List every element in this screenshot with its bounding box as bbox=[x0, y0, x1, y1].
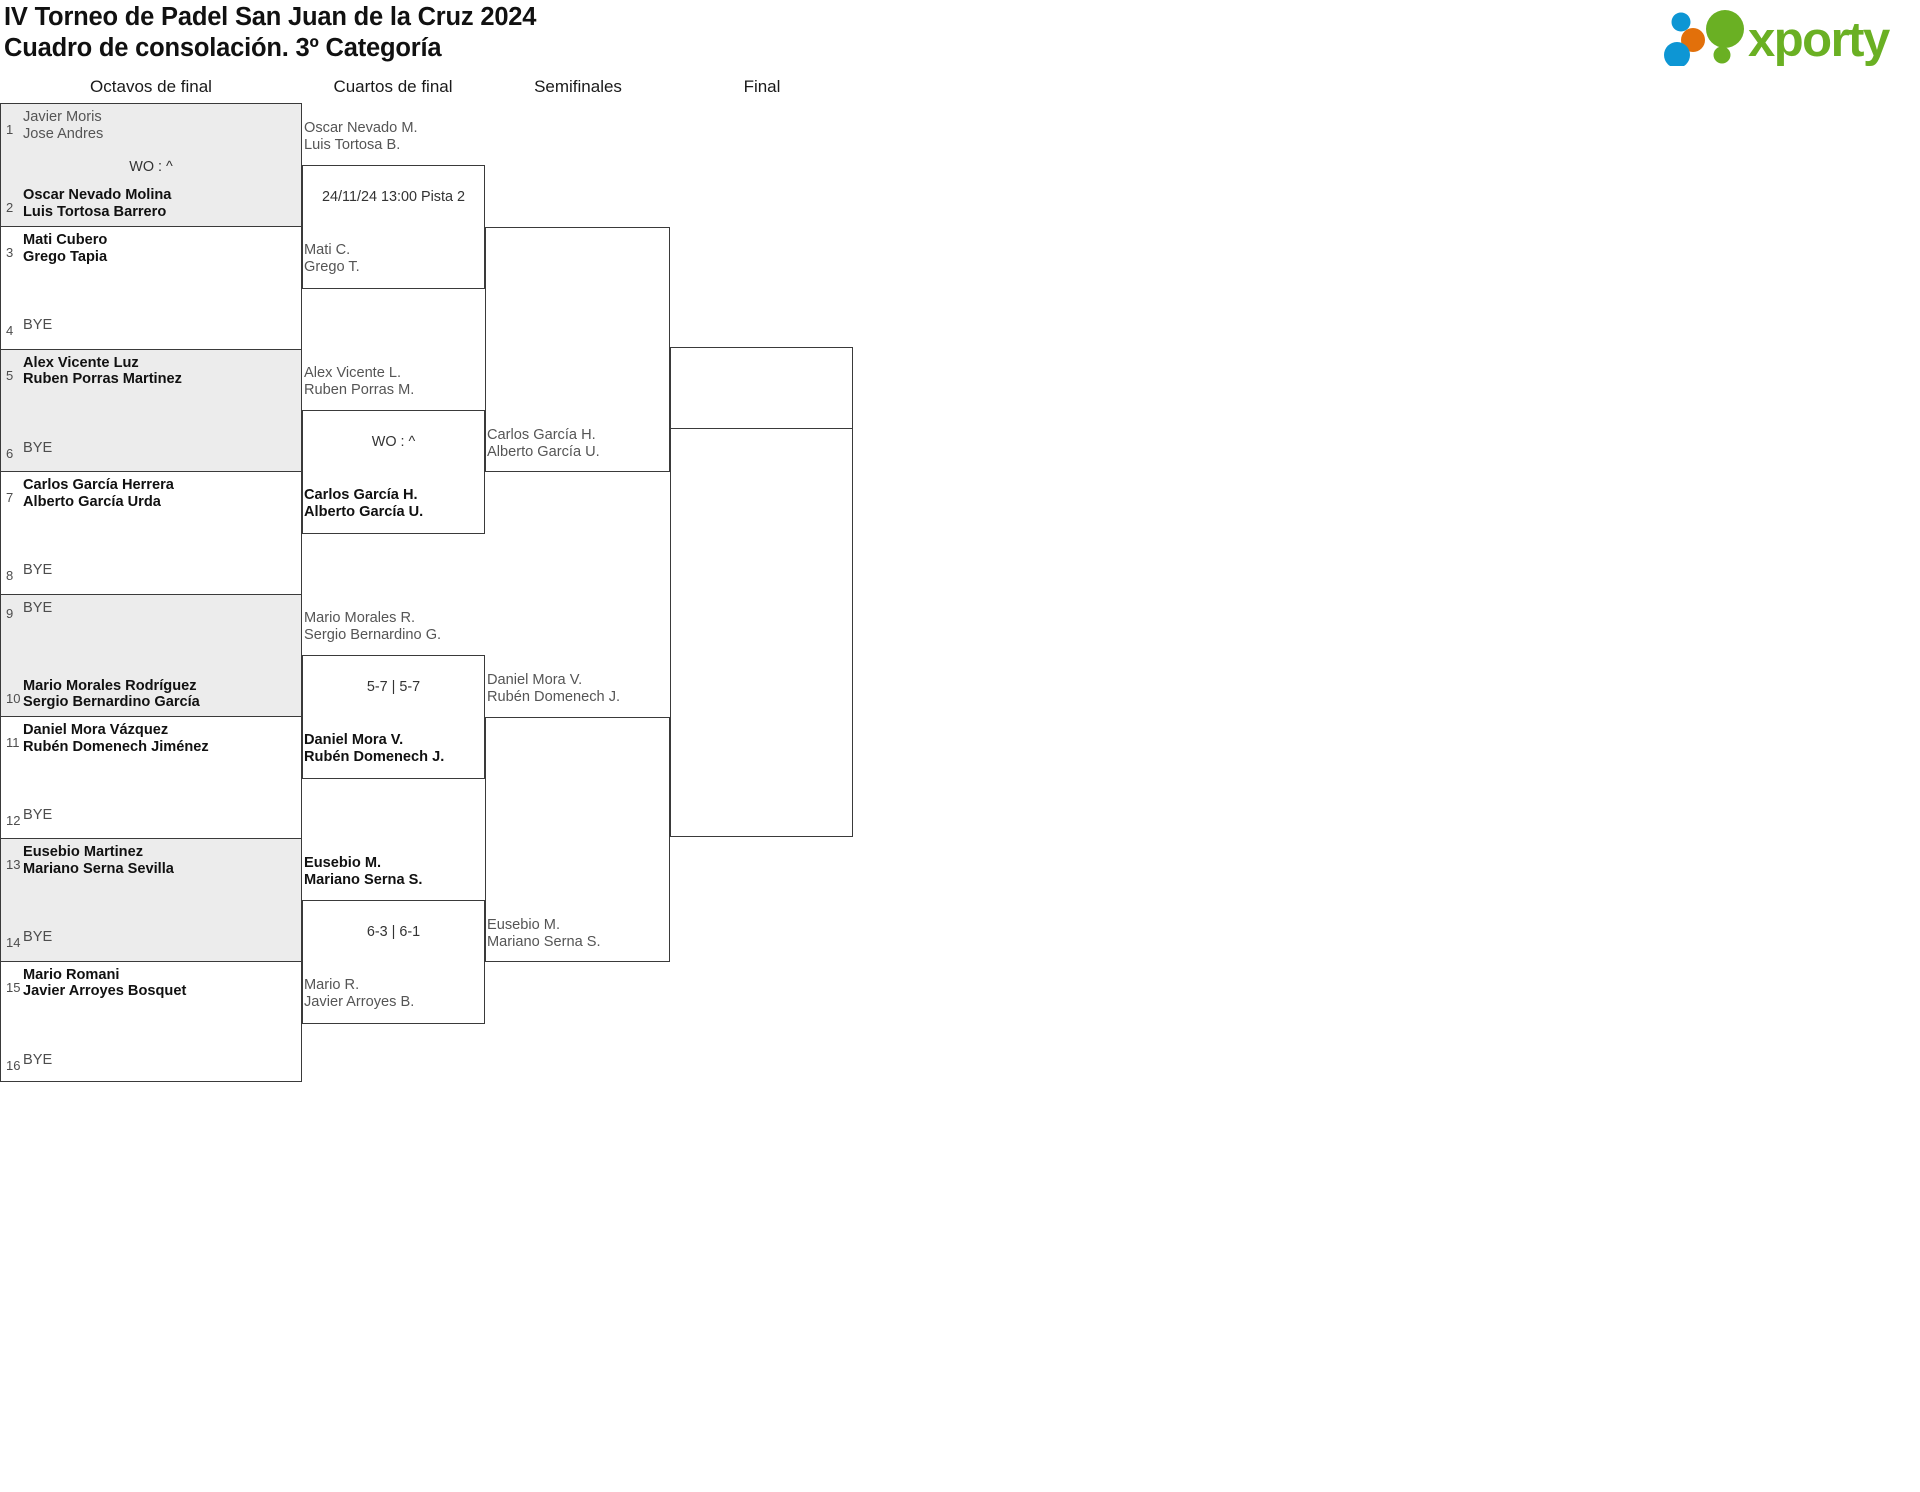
r16-seed-4: 4 bbox=[6, 323, 14, 339]
r16-slot-15[interactable]: 15 Mario Romani Javier Arroyes Bosquet 1… bbox=[1, 960, 301, 1083]
final-divider bbox=[670, 428, 853, 429]
qf-4-bottom-team: Mario R. Javier Arroyes B. bbox=[304, 977, 415, 1010]
sf-2-box[interactable] bbox=[485, 717, 670, 962]
r16-team-13: Eusebio Martinez Mariano Serna Sevilla bbox=[23, 844, 174, 877]
r16-slot-5[interactable]: 5 Alex Vicente Luz Ruben Porras Martinez… bbox=[1, 348, 301, 472]
round-header-final: Final bbox=[743, 77, 781, 96]
r16-team-15: Mario Romani Javier Arroyes Bosquet bbox=[23, 966, 187, 1000]
qf-2-result: WO : ^ bbox=[371, 434, 416, 450]
logo-dot-blue-large bbox=[1664, 42, 1690, 66]
r16-team-5: Alex Vicente Luz Ruben Porras Martinez bbox=[23, 354, 182, 388]
r16-slot-11[interactable]: 11 Daniel Mora Vázquez Rubén Domenech Ji… bbox=[1, 716, 301, 838]
qf-3-box[interactable] bbox=[302, 655, 485, 779]
r16-seed-10: 10 bbox=[6, 690, 21, 706]
xporty-logo[interactable]: xporty bbox=[1652, 6, 1906, 66]
sf-1-bottom-team: Carlos García H. Alberto García U. bbox=[487, 427, 600, 460]
r16-seed-1: 1 bbox=[6, 122, 14, 137]
r16-slot-7[interactable]: 7 Carlos García Herrera Alberto García U… bbox=[1, 471, 301, 593]
r16-seed-13: 13 bbox=[6, 857, 21, 873]
logo-dot-green-large bbox=[1706, 10, 1744, 48]
r16-seed-14: 14 bbox=[6, 935, 21, 951]
page-title: IV Torneo de Padel San Juan de la Cruz 2… bbox=[4, 2, 1204, 64]
sf-2-bottom-team: Eusebio M. Mariano Serna S. bbox=[487, 917, 601, 950]
qf-4-box[interactable] bbox=[302, 900, 485, 1024]
r16-team-8: BYE bbox=[23, 562, 53, 579]
round-header-cuartos: Cuartos de final bbox=[333, 77, 453, 96]
r16-team-2: Oscar Nevado Molina Luis Tortosa Barrero bbox=[23, 187, 172, 220]
r16-seed-16: 16 bbox=[6, 1057, 21, 1073]
qf-1-bottom-team: Mati C. Grego T. bbox=[304, 242, 360, 275]
final-box[interactable] bbox=[670, 347, 853, 837]
qf-2-top-team: Alex Vicente L. Ruben Porras M. bbox=[304, 365, 415, 398]
r16-team-16: BYE bbox=[23, 1051, 53, 1068]
r16-slot-1[interactable]: 1 Javier Moris Jose Andres WO : ^ 2 Osca… bbox=[1, 104, 301, 227]
title-line-1: IV Torneo de Padel San Juan de la Cruz 2… bbox=[4, 3, 537, 31]
r16-seed-9: 9 bbox=[6, 605, 14, 621]
qf-3-result: 5-7 | 5-7 bbox=[366, 679, 421, 695]
round-header-semifinales: Semifinales bbox=[534, 77, 622, 96]
qf-2-bottom-team: Carlos García H. Alberto García U. bbox=[304, 487, 424, 520]
r16-seed-6: 6 bbox=[6, 445, 14, 461]
r16-slot-3[interactable]: 3 Mati Cubero Grego Tapia 4 BYE bbox=[1, 226, 301, 348]
round-header-octavos: Octavos de final bbox=[90, 77, 212, 96]
sf-2-top-team: Daniel Mora V. Rubén Domenech J. bbox=[487, 672, 621, 705]
r16-team-6: BYE bbox=[23, 439, 53, 456]
qf-1-result: 24/11/24 13:00 Pista 2 bbox=[322, 189, 465, 205]
qf-3-top-team: Mario Morales R. Sergio Bernardino G. bbox=[304, 610, 442, 643]
r16-seed-2: 2 bbox=[6, 200, 14, 215]
r16-seed-5: 5 bbox=[6, 367, 14, 383]
r16-seed-12: 12 bbox=[6, 813, 21, 828]
qf-4-result: 6-3 | 6-1 bbox=[366, 924, 421, 940]
r16-team-4: BYE bbox=[23, 317, 53, 334]
r16-seed-11: 11 bbox=[6, 735, 20, 750]
r16-slot-13[interactable]: 13 Eusebio Martinez Mariano Serna Sevill… bbox=[1, 838, 301, 961]
r16-team-7: Carlos García Herrera Alberto García Urd… bbox=[23, 477, 174, 510]
qf-4-top-team: Eusebio M. Mariano Serna S. bbox=[304, 855, 423, 888]
r16-result-1: WO : ^ bbox=[129, 159, 173, 175]
sf-1-box[interactable] bbox=[485, 227, 670, 472]
qf-1-top-team: Oscar Nevado M. Luis Tortosa B. bbox=[304, 120, 418, 153]
logo-dot-green-small bbox=[1713, 46, 1731, 64]
r16-team-10: Mario Morales Rodríguez Sergio Bernardin… bbox=[23, 677, 200, 711]
tournament-bracket: 1 Javier Moris Jose Andres WO : ^ 2 Osca… bbox=[0, 103, 1100, 1093]
r16-seed-7: 7 bbox=[6, 490, 14, 506]
r16-team-11: Daniel Mora Vázquez Rubén Domenech Jimén… bbox=[23, 722, 209, 755]
r16-seed-15: 15 bbox=[6, 979, 21, 995]
round-of-16-column: 1 Javier Moris Jose Andres WO : ^ 2 Osca… bbox=[0, 103, 302, 1082]
qf-2-box[interactable] bbox=[302, 410, 485, 534]
r16-slot-9[interactable]: 9 BYE 10 Mario Morales Rodríguez Sergio … bbox=[1, 593, 301, 716]
logo-dot-orange bbox=[1681, 28, 1705, 52]
r16-seed-8: 8 bbox=[6, 568, 14, 584]
r16-team-12: BYE bbox=[23, 807, 53, 823]
title-line-2: Cuadro de consolación. 3º Categoría bbox=[4, 34, 442, 62]
logo-dot-blue-small bbox=[1671, 12, 1691, 32]
r16-team-1: Javier Moris Jose Andres bbox=[23, 109, 104, 142]
r16-seed-3: 3 bbox=[6, 245, 14, 261]
r16-team-14: BYE bbox=[23, 929, 53, 946]
logo-wordmark: xporty bbox=[1748, 13, 1890, 66]
r16-team-9: BYE bbox=[23, 599, 53, 616]
r16-team-3: Mati Cubero Grego Tapia bbox=[23, 232, 108, 265]
qf-3-bottom-team: Daniel Mora V. Rubén Domenech J. bbox=[304, 732, 445, 765]
qf-1-box[interactable] bbox=[302, 165, 485, 289]
